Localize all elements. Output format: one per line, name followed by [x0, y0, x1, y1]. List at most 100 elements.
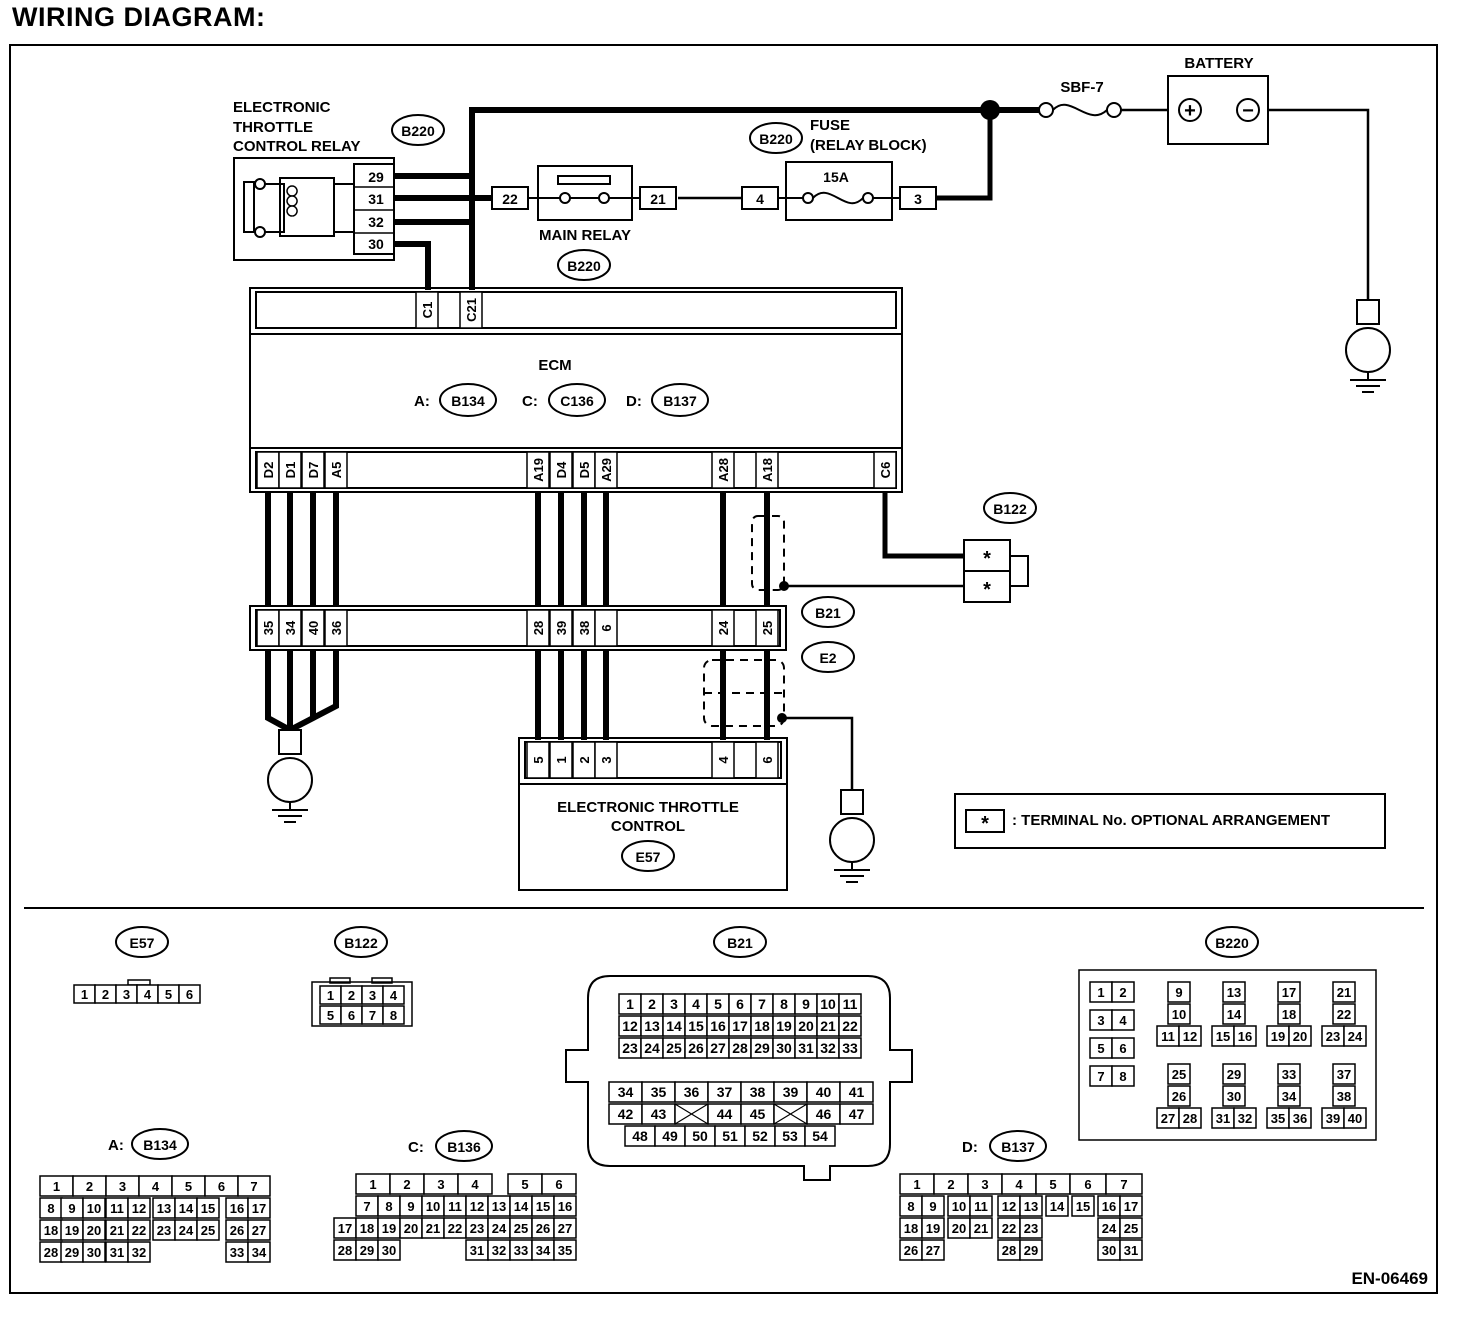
view-b122-id: B122	[344, 935, 378, 951]
view-b136-pin-14: 14	[514, 1199, 529, 1214]
legend-text: : TERMINAL No. OPTIONAL ARRANGEMENT	[1012, 812, 1330, 829]
etc-pin-6: 6	[760, 756, 775, 763]
view-b137-pin-27-cell	[921, 1239, 945, 1261]
b220-pin-2-cell	[1111, 981, 1135, 1003]
etc-label-2: CONTROL	[611, 818, 685, 835]
b220-pin-26: 26	[1172, 1089, 1186, 1104]
view-b134-pin-31: 31	[110, 1245, 124, 1260]
b21-pin-35: 35	[651, 1084, 667, 1100]
view-b137-pin-19-cell	[921, 1217, 945, 1239]
view-b137-pin-31: 31	[1124, 1243, 1138, 1258]
ecm-pin-D7: D7	[306, 462, 321, 479]
b21-pin-12: 12	[622, 1018, 638, 1034]
view-b137-pin-16: 16	[1102, 1199, 1116, 1214]
ecm-pin-A19: A19	[531, 458, 546, 482]
view-b134-pin-24: 24	[179, 1223, 194, 1238]
ecm-pin-A18-cell	[755, 451, 779, 489]
ground-stub	[278, 729, 302, 755]
view-b134-pin-10: 10	[87, 1201, 101, 1216]
b220-pin-16-cell	[1233, 1025, 1257, 1047]
view-b134-pin-30-cell	[82, 1241, 106, 1263]
b21-pin-8: 8	[780, 996, 788, 1012]
view-b137-pin-1: 1	[913, 1177, 920, 1192]
view-b137-pin-25: 25	[1124, 1221, 1138, 1236]
ecm-conn-d-prefix: D:	[626, 393, 642, 410]
ecm-pin-A29-cell	[594, 451, 618, 489]
view-b136-pin-6-cell	[541, 1173, 577, 1195]
ecm-pin-C21: C21	[464, 298, 479, 322]
joint-pin-36: 36	[329, 621, 344, 635]
b21-pin-41-cell	[839, 1081, 874, 1103]
view-b136-pin-20: 20	[404, 1221, 418, 1236]
shields	[703, 515, 785, 727]
page-title: WIRING DIAGRAM:	[12, 2, 266, 32]
view-b136-pin-13: 13	[492, 1199, 506, 1214]
b21-pin-25: 25	[666, 1040, 682, 1056]
b220-pin-16: 16	[1238, 1029, 1252, 1044]
view-b136-pin-32: 32	[492, 1243, 506, 1258]
view-b136-pin-30-cell	[377, 1239, 401, 1261]
ecm-pin-D1-cell	[278, 451, 302, 489]
view-b136-pin-22: 22	[448, 1221, 462, 1236]
main-relay-label: MAIN RELAY	[539, 227, 631, 244]
view-b137-pin-20: 20	[952, 1221, 966, 1236]
view-b134-pin-30: 30	[87, 1245, 101, 1260]
b220-pin-18: 18	[1282, 1007, 1296, 1022]
b21-pin-13: 13	[644, 1018, 660, 1034]
view-b137-pin-15: 15	[1076, 1199, 1090, 1214]
view-b137-pin-15-cell	[1071, 1195, 1095, 1217]
view-b136-pin-4-cell	[457, 1173, 493, 1195]
b21-pin-15: 15	[688, 1018, 704, 1034]
etc-connector-id: E57	[636, 849, 661, 865]
view-b137-pin-22: 22	[1002, 1221, 1016, 1236]
ecm-conn-d-id: B137	[663, 393, 697, 409]
b21-pin-6: 6	[736, 996, 744, 1012]
view-b134-pin-11: 11	[110, 1201, 124, 1216]
b21-pin-36: 36	[684, 1084, 700, 1100]
b220-pin-34: 34	[1282, 1089, 1297, 1104]
b21-pin-22-cell	[838, 1015, 862, 1037]
b220-pin-4-cell	[1111, 1009, 1135, 1031]
view-b134-pin-34-cell	[247, 1241, 271, 1263]
view-b137-pin-7-cell	[1105, 1173, 1143, 1195]
view-b136-pin-23: 23	[470, 1221, 484, 1236]
b21-pin-33: 33	[842, 1040, 858, 1056]
b21-pin-7: 7	[758, 996, 766, 1012]
b21-pin-49: 49	[662, 1128, 678, 1144]
view-b137-pin-17-cell	[1119, 1195, 1143, 1217]
view-b136-pin-19: 19	[382, 1221, 396, 1236]
view-b136-pin-33: 33	[514, 1243, 528, 1258]
etc-pin-5-cell	[526, 741, 550, 779]
b21-pin-33-cell	[838, 1037, 862, 1059]
view-b136-pin-11: 11	[448, 1199, 462, 1214]
b220-pin-32-cell	[1233, 1107, 1257, 1129]
view-b134-pin-26: 26	[230, 1223, 244, 1238]
view-b134-pin-20-cell	[82, 1219, 106, 1241]
view-b137-pin-17: 17	[1124, 1199, 1138, 1214]
b220-pin-33-cell	[1277, 1063, 1301, 1085]
ecm-pin-A19-cell	[526, 451, 550, 489]
ecm-pin-A28: A28	[716, 458, 731, 482]
b21-pin-11-cell	[838, 993, 862, 1015]
view-b134-pin-10-cell	[82, 1197, 106, 1219]
view-b137-pin-8: 8	[907, 1199, 914, 1214]
legend-symbol: *	[981, 813, 989, 835]
relay-pin-29: 29	[368, 169, 384, 185]
b220-pin-2: 2	[1119, 985, 1126, 1000]
view-b136-pin-18: 18	[360, 1221, 374, 1236]
view-b134-pin-4: 4	[152, 1179, 160, 1194]
b21-pin-28: 28	[732, 1040, 748, 1056]
b220-pin-25: 25	[1172, 1067, 1186, 1082]
b21-pin-47-cell	[839, 1103, 874, 1125]
b21-pin-50: 50	[692, 1128, 708, 1144]
ecm-pin-D4: D4	[554, 461, 569, 478]
view-b137-pin-25-cell	[1119, 1217, 1143, 1239]
view-b134-prefix: A:	[108, 1137, 124, 1154]
joint-pin-24: 24	[716, 620, 731, 635]
view-b134-pin-3: 3	[119, 1179, 126, 1194]
